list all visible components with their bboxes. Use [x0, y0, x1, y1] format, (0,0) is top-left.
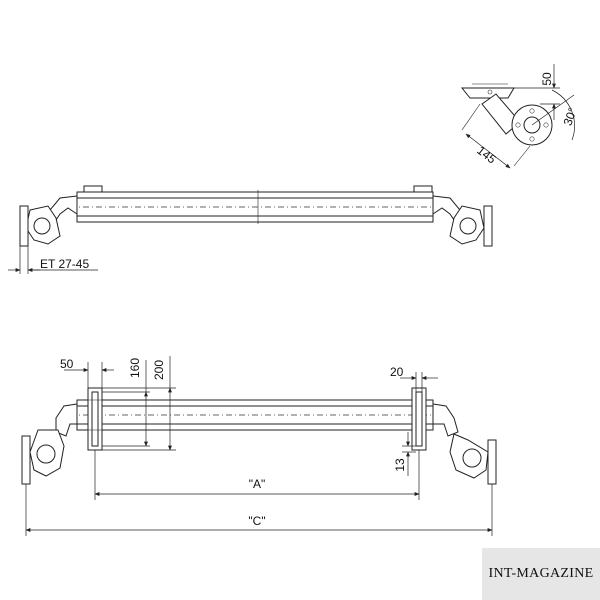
- height-200-label: 200: [152, 360, 166, 380]
- length-a-label: "A": [249, 477, 266, 491]
- et-offset-label: ET 27-45: [40, 257, 89, 271]
- arm-length-label: 145: [474, 143, 499, 167]
- flange-height-label: 50: [540, 72, 554, 86]
- watermark-badge: INT-MAGAZINE: [482, 548, 600, 600]
- bracket-width-label: 50: [60, 357, 74, 371]
- length-c-label: "C": [248, 514, 265, 528]
- height-160-label: 160: [128, 358, 142, 378]
- watermark-text: INT-MAGAZINE: [488, 566, 594, 581]
- angle-label: 30°: [561, 106, 580, 128]
- right-bracket-width-label: 20: [390, 365, 404, 379]
- top-axle-view: ET 27-45: [8, 185, 493, 274]
- side-detail-view: 50 30° 145: [460, 64, 580, 169]
- front-axle-view: 50 160 200 20 13 "A" "C": [21, 356, 497, 536]
- right-lower-gap-label: 13: [393, 458, 407, 472]
